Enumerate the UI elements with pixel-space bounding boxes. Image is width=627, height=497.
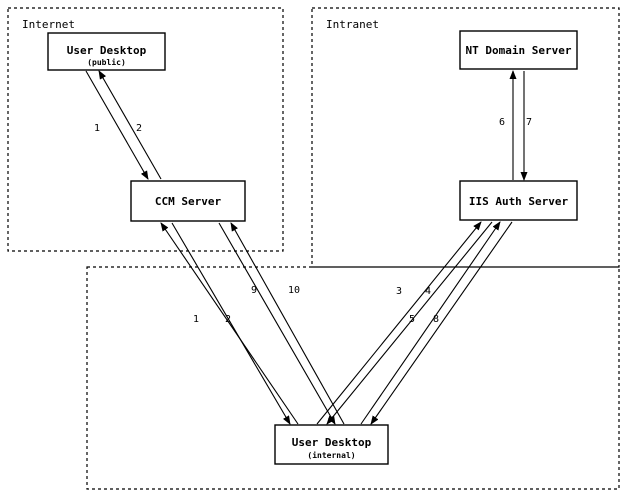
node-user-desktop-public[interactable]: User Desktop (public) — [47, 32, 166, 71]
edge-line-1b-internal-to-ccm — [160, 222, 299, 425]
node-user-desktop-internal-box[interactable] — [274, 424, 389, 465]
edge-label-2: 2 — [136, 123, 142, 134]
zone-intranet: Intranet — [311, 7, 620, 268]
edge-line-2b-ccm-to-internal — [171, 222, 291, 425]
edge-label-1b: 1 — [193, 314, 199, 325]
node-user-desktop-public-subtitle: (public) — [87, 57, 126, 67]
node-user-desktop-public-title: User Desktop — [67, 44, 147, 57]
edge-line-9-ccm-to-internal — [218, 222, 336, 425]
zone-intranet-label: Intranet — [326, 18, 379, 31]
node-nt-domain-server-box[interactable] — [459, 30, 578, 70]
node-user-desktop-internal[interactable]: User Desktop (internal) — [274, 424, 389, 465]
edge-label-9: 9 — [251, 285, 257, 296]
edge-label-6: 6 — [499, 117, 505, 128]
zone-intranet-border — [311, 7, 620, 268]
node-user-desktop-internal-subtitle: (internal) — [307, 450, 355, 460]
node-user-desktop-public-box[interactable] — [47, 32, 166, 71]
edge-label-3: 3 — [396, 286, 402, 297]
edge-group-ccm-internal-left: 1 2 — [160, 222, 299, 425]
node-user-desktop-internal-title: User Desktop — [292, 436, 372, 449]
node-iis-auth-server-box[interactable] — [459, 180, 578, 221]
edge-line-5-internal-to-iis — [360, 221, 501, 425]
edge-label-7: 7 — [526, 117, 532, 128]
edge-label-8: 8 — [433, 314, 439, 325]
node-nt-domain-server[interactable]: NT Domain Server — [459, 30, 578, 70]
node-ccm-server-box[interactable] — [130, 180, 246, 222]
zone-internet: Internet — [7, 7, 284, 252]
zone-internal — [86, 266, 620, 490]
edge-line-1-public-to-ccm — [85, 70, 149, 180]
node-ccm-server-title: CCM Server — [155, 195, 222, 208]
node-iis-auth-server[interactable]: IIS Auth Server — [459, 180, 578, 221]
node-ccm-server[interactable]: CCM Server — [130, 180, 246, 222]
edge-line-3-internal-to-iis — [316, 221, 482, 425]
edge-line-2-ccm-to-public — [98, 70, 162, 180]
edge-group-iis-nt: 6 7 — [499, 70, 532, 181]
edge-line-10-internal-to-ccm — [230, 222, 345, 425]
edge-line-4-iis-to-internal — [326, 221, 493, 425]
edge-label-1: 1 — [94, 123, 100, 134]
edge-group-internal-iis-outer: 3 4 — [316, 221, 493, 425]
edge-line-8-iis-to-internal — [370, 221, 513, 425]
edge-group-internal-iis-inner: 5 8 — [360, 221, 513, 425]
zone-internet-label: Internet — [22, 18, 75, 31]
edge-label-10: 10 — [288, 285, 300, 296]
edge-label-4: 4 — [425, 286, 431, 297]
edge-group-ccm-internal-right: 9 10 — [218, 222, 345, 425]
node-nt-domain-server-title: NT Domain Server — [466, 44, 572, 57]
zone-internet-border — [7, 7, 284, 252]
edge-label-2b: 2 — [225, 314, 231, 325]
edge-label-5: 5 — [409, 314, 415, 325]
node-iis-auth-server-title: IIS Auth Server — [469, 195, 569, 208]
zone-internal-border — [86, 266, 620, 490]
edge-group-public-ccm: 1 2 — [85, 70, 162, 180]
